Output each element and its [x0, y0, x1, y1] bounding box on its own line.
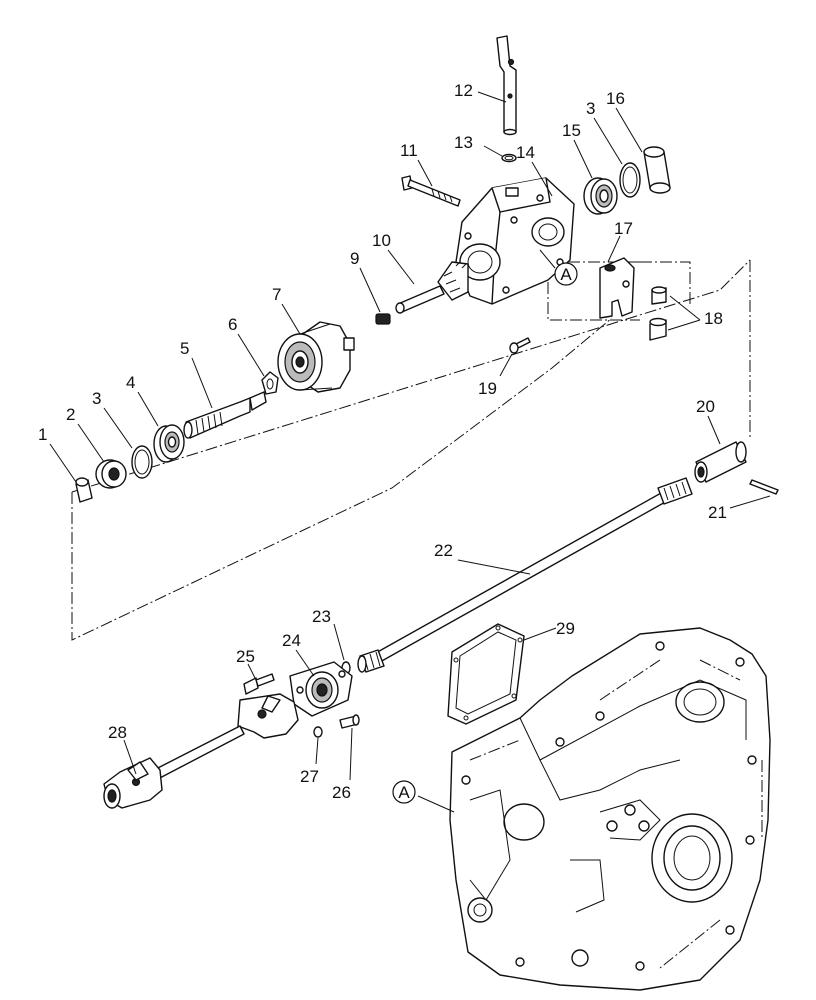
- part-24-flange-bearing: [289, 661, 353, 717]
- callout-6: 6: [228, 315, 237, 334]
- callout-13: 13: [454, 133, 473, 152]
- callout-5: 5: [180, 339, 189, 358]
- part-18-pins: [649, 286, 667, 341]
- callout-16: 16: [606, 89, 625, 108]
- callout-20: 20: [696, 397, 715, 416]
- callout-29: 29: [556, 619, 575, 638]
- callout-7: 7: [272, 285, 281, 304]
- callout-21: 21: [708, 503, 727, 522]
- part-9-needle-bearing: [375, 313, 391, 325]
- part-14-gear-housing: [455, 177, 575, 305]
- part-28-universal-joint: [103, 693, 299, 809]
- transmission-case: [449, 627, 771, 991]
- callout-22: 22: [434, 541, 453, 560]
- part-17-fork: [599, 257, 635, 319]
- part-27-washer: [313, 726, 323, 738]
- callout-9: 9: [350, 249, 359, 268]
- callout-1: 1: [38, 425, 47, 444]
- callout-3-lower: 3: [92, 389, 101, 408]
- part-7-gear-assembly: [277, 321, 355, 393]
- part-1-bushing: [75, 477, 93, 503]
- part-3-snap-ring-upper: [619, 162, 641, 198]
- callout-18: 18: [704, 309, 723, 328]
- reference-mark-housing: A: [554, 262, 578, 286]
- part-25-bolt: [243, 673, 275, 695]
- callout-23: 23: [312, 607, 331, 626]
- reference-mark-case: A: [392, 780, 416, 804]
- callout-12: 12: [454, 81, 473, 100]
- callout-3-upper: 3: [586, 99, 595, 118]
- callout-26: 26: [332, 783, 351, 802]
- callout-28: 28: [108, 723, 127, 742]
- callout-14: 14: [516, 143, 535, 162]
- part-21-pin: [749, 479, 779, 495]
- callout-11: 11: [400, 141, 418, 160]
- callout-25: 25: [236, 647, 255, 666]
- reference-mark-case-label: A: [398, 783, 410, 802]
- part-11-bolt: [401, 175, 461, 207]
- part-13-o-ring: [501, 153, 517, 163]
- callout-2: 2: [66, 405, 75, 424]
- part-2-washer: [95, 459, 127, 489]
- callout-17: 17: [614, 219, 633, 238]
- part-22-long-shaft: [357, 477, 693, 673]
- callout-27: 27: [300, 767, 319, 786]
- part-19-screw: [509, 337, 531, 354]
- part-26-bolt: [339, 714, 360, 729]
- callout-24: 24: [282, 631, 301, 650]
- callout-numbers: 1 2 3 4 5 6 7 9 10 11 12 13 14 15 3 16 1…: [38, 81, 727, 802]
- part-4-bearing: [153, 424, 185, 463]
- part-10-bevel-pinion: [395, 261, 469, 314]
- callout-4: 4: [126, 373, 135, 392]
- callout-19: 19: [478, 379, 497, 398]
- part-20-coupling: [694, 441, 747, 483]
- part-6-circlip: [261, 371, 279, 395]
- part-3-snap-ring-lower: [131, 445, 153, 479]
- part-16-sleeve: [643, 146, 671, 194]
- part-15-bearing: [583, 177, 618, 215]
- part-5-splined-shaft: [183, 391, 267, 439]
- leader-lines: [49, 91, 771, 813]
- callout-15: 15: [562, 121, 581, 140]
- callout-10: 10: [372, 231, 391, 250]
- reference-mark-housing-label: A: [560, 265, 572, 284]
- part-29-gasket: [447, 623, 525, 725]
- part-12-rod: [496, 35, 517, 136]
